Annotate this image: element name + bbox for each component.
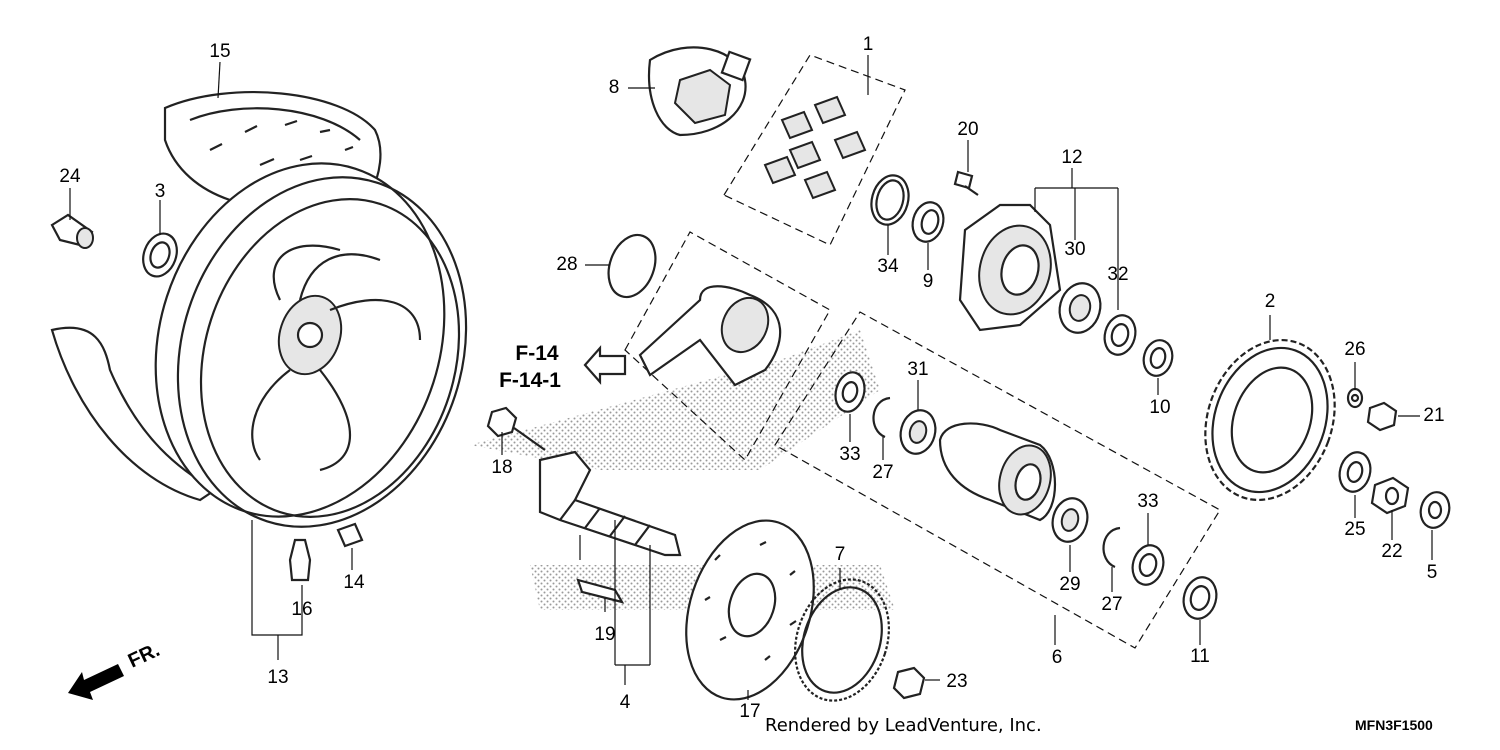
callout-7: 7: [835, 544, 846, 565]
callout-9: 9: [923, 271, 934, 292]
callout-25: 25: [1344, 519, 1365, 540]
washer-25: [1338, 451, 1372, 493]
callout-14: 14: [343, 572, 365, 593]
callout-31: 31: [907, 359, 928, 380]
callout-2: 2: [1265, 291, 1276, 312]
bearing-31: [899, 409, 937, 455]
callout-5: 5: [1427, 562, 1438, 583]
callout-10: 10: [1149, 397, 1170, 418]
circlip-27b: [1102, 526, 1121, 569]
circlip-28: [607, 233, 657, 299]
front-direction-arrow: [68, 664, 124, 700]
reference-arrow: [583, 345, 627, 385]
pulser-ring-7: [794, 578, 890, 702]
damper-holder-8: [647, 46, 752, 137]
circlip-27a: [872, 396, 891, 439]
callout-26: 26: [1344, 339, 1365, 360]
bolt-18: [486, 406, 546, 451]
carrier-body: [938, 422, 1057, 522]
callout-27a: 27: [872, 462, 893, 483]
washer-26: [1346, 387, 1364, 409]
collar-10: [1142, 339, 1174, 377]
seal-9: [911, 201, 945, 243]
callout-27b: 27: [1101, 594, 1122, 615]
bolt-23: [892, 666, 926, 700]
callout-18: 18: [491, 457, 512, 478]
driven-flange-12: [958, 203, 1062, 332]
axle-4: [538, 450, 682, 557]
callout-11: 11: [1190, 646, 1210, 667]
bolt-20: [953, 170, 979, 196]
diagram-code: MFN3F1500: [1355, 717, 1433, 733]
callout-20: 20: [957, 119, 978, 140]
caliper-bracket: [624, 231, 831, 461]
seal-33b: [1131, 544, 1165, 586]
callout-21: 21: [1423, 405, 1444, 426]
callout-3: 3: [155, 181, 166, 202]
callout-24: 24: [59, 166, 81, 187]
callout-23: 23: [946, 671, 967, 692]
seal-11: [1182, 576, 1218, 620]
front-indicator-text: FR.: [125, 639, 163, 673]
callout-17: 17: [739, 701, 760, 722]
hub-carrier-6: [774, 311, 1221, 649]
callout-19: 19: [594, 624, 615, 645]
callout-13: 13: [267, 667, 288, 688]
leader-lines: [69, 55, 1433, 700]
callout-29: 29: [1059, 574, 1080, 595]
credit-text: Rendered by LeadVenture, Inc.: [765, 715, 1042, 736]
damper-set-1: [723, 54, 906, 246]
nut-21: [1366, 401, 1398, 432]
bearing-29: [1051, 497, 1089, 543]
bearing-33a: [834, 371, 866, 413]
callout-16: 16: [291, 599, 312, 620]
callout-33b: 33: [1137, 491, 1158, 512]
callout-1: 1: [863, 34, 874, 55]
washer-3: [142, 232, 178, 278]
callout-32: 32: [1107, 264, 1128, 285]
bolt-19: [576, 578, 625, 604]
callout-8: 8: [609, 77, 620, 98]
callout-28: 28: [556, 254, 577, 275]
sprocket-2: [1204, 338, 1336, 502]
callout-22: 22: [1381, 541, 1402, 562]
wheel-rim-part: [154, 162, 468, 528]
bearing-30: [1058, 282, 1102, 334]
callout-30: 30: [1064, 239, 1085, 260]
callout-12: 12: [1061, 147, 1082, 168]
reference-f14-1: F-14-1: [499, 369, 561, 392]
bolt-24: [50, 213, 94, 249]
valve-16: [288, 538, 312, 582]
seal-32: [1103, 314, 1137, 356]
balance-weight-14: [336, 522, 364, 548]
callout-labels: 1 2 3 4 5 6 7 8 9 10 11 12 13 14 15 16 1…: [59, 34, 1444, 722]
washer-5: [1419, 491, 1451, 529]
callout-4: 4: [620, 692, 631, 713]
brake-disc-17: [685, 519, 815, 701]
callout-6: 6: [1052, 647, 1063, 668]
nut-22: [1370, 476, 1410, 515]
callout-15: 15: [209, 41, 230, 62]
reference-f14: F-14: [515, 342, 559, 365]
callout-34: 34: [877, 256, 899, 277]
oring-34: [870, 174, 910, 226]
callout-33a: 33: [839, 444, 860, 465]
